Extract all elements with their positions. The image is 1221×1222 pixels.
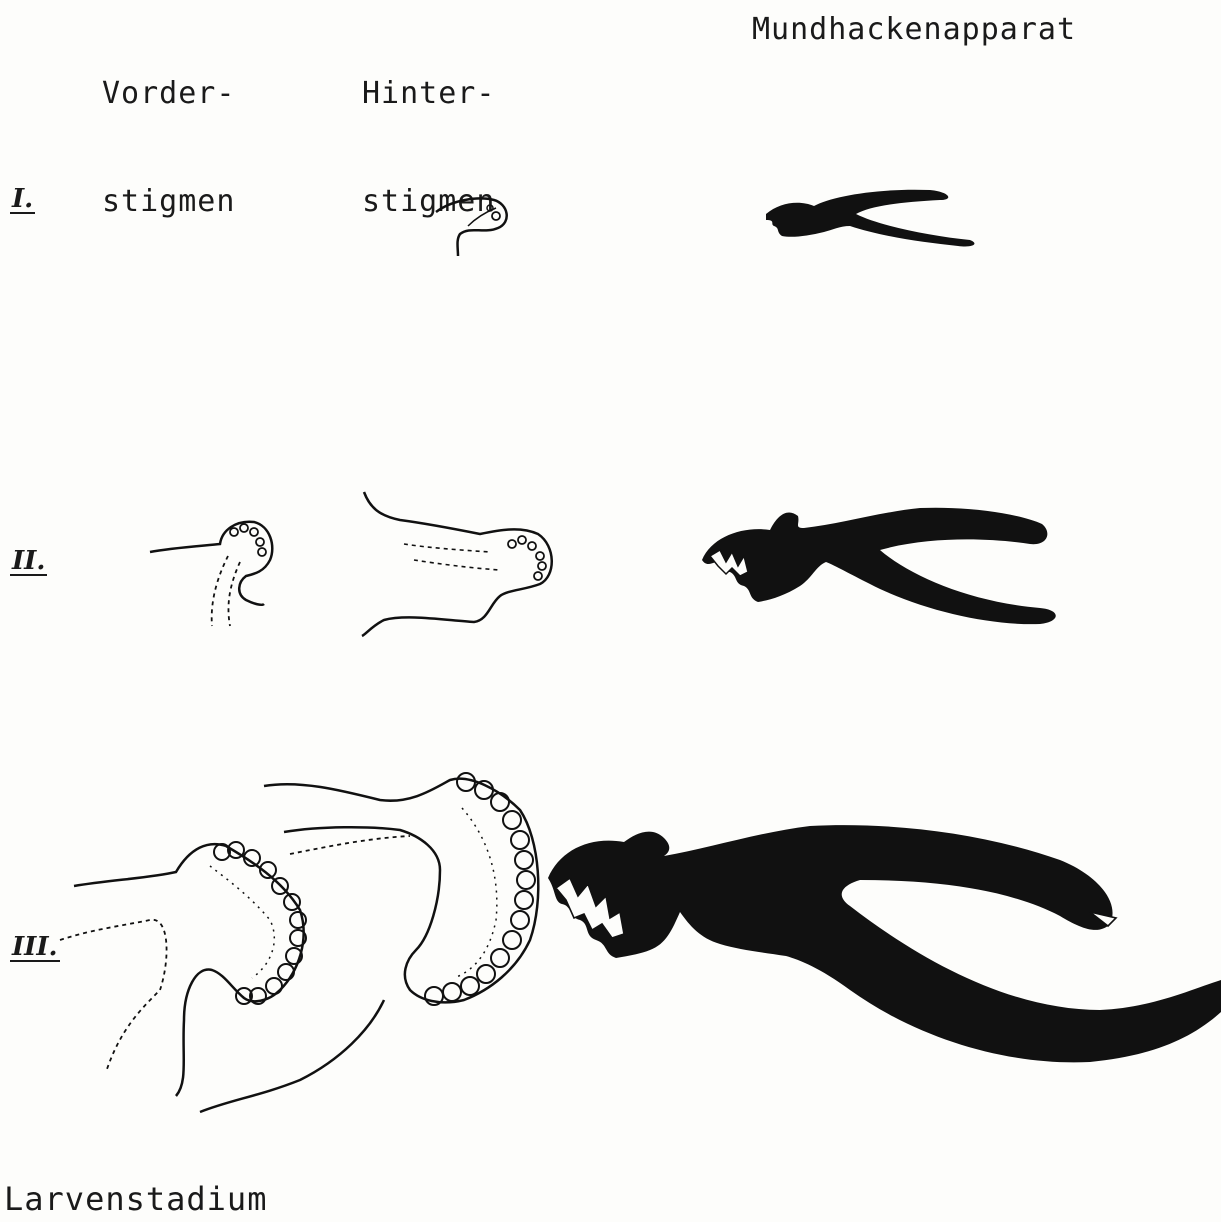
stage2-mundhaken	[702, 508, 1056, 624]
stage3-mundhaken	[548, 825, 1221, 1062]
stage3-hinterstigma	[200, 773, 538, 1112]
stage2-hinterstigma	[362, 492, 552, 636]
stage2-vorderstigma	[150, 522, 272, 626]
stage1-hinterstigma	[436, 199, 507, 257]
caption-larvenstadium: Larvenstadium	[4, 1180, 267, 1218]
stage3-vorderstigma	[60, 842, 306, 1096]
stage1-mundhaken	[766, 190, 974, 247]
